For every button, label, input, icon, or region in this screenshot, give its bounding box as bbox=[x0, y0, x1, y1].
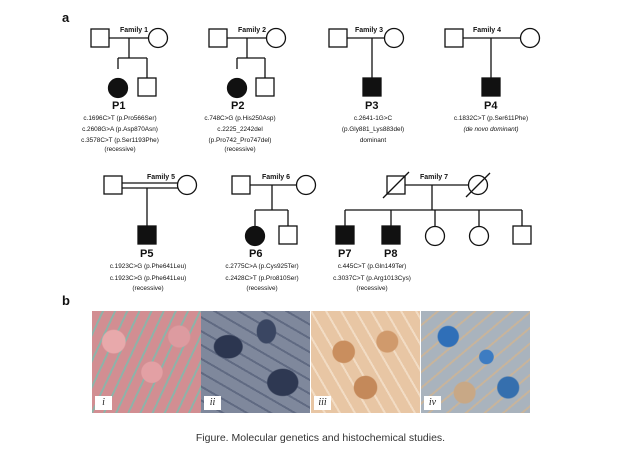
histology-image-ii: ii bbox=[201, 311, 310, 413]
inheritance-note: (recessive) bbox=[132, 285, 164, 292]
family-7-sibling-3 bbox=[512, 225, 532, 245]
variant-line: c.2225_2242del bbox=[217, 126, 263, 133]
patient-p7: P7 bbox=[338, 248, 352, 260]
family-7-sibling-1 bbox=[424, 225, 446, 247]
family-1-label: Family 1 bbox=[120, 27, 149, 34]
family-3-mother bbox=[383, 27, 405, 49]
family-7-proband-p7 bbox=[335, 225, 355, 245]
variant-line: c.2641-1G>C bbox=[353, 115, 393, 122]
family-2-father bbox=[208, 28, 228, 48]
family-5-pedigree bbox=[103, 174, 198, 245]
family-7-pedigree bbox=[335, 171, 532, 247]
inheritance-note: (recessive) bbox=[246, 285, 278, 292]
variant-line: c.2775C>A (p.Cys925Ter) bbox=[225, 263, 299, 270]
family-7-sibling-2 bbox=[468, 225, 490, 247]
histology-label-iii: iii bbox=[314, 396, 331, 410]
family-5-father bbox=[103, 175, 123, 195]
patient-p3: P3 bbox=[365, 100, 379, 112]
family-1-father bbox=[90, 28, 110, 48]
histology-label-iv: iv bbox=[424, 396, 441, 410]
inheritance-note: (recessive) bbox=[104, 146, 136, 153]
family-6-label: Family 6 bbox=[262, 174, 291, 181]
patient-p6: P6 bbox=[249, 248, 263, 260]
family-7-label: Family 7 bbox=[420, 174, 449, 181]
patient-p5: P5 bbox=[140, 248, 154, 260]
variant-line: c.445C>T (p.Gln149Ter) bbox=[337, 263, 407, 270]
family-4-proband-p4 bbox=[481, 77, 501, 97]
family-1-sibling bbox=[137, 77, 157, 97]
panel-a-label: a bbox=[62, 10, 70, 25]
histology-image-iii: iii bbox=[311, 311, 420, 413]
family-3-label: Family 3 bbox=[355, 27, 384, 34]
patient-p2: P2 bbox=[231, 100, 245, 112]
variant-line: c.1832C>T (p.Ser611Phe) bbox=[453, 115, 529, 122]
family-6-father bbox=[231, 175, 251, 195]
family-2-mother bbox=[265, 27, 287, 49]
family-5-proband-p5 bbox=[137, 225, 157, 245]
family-4-father bbox=[444, 28, 464, 48]
family-5-mother bbox=[176, 174, 198, 196]
variant-line: c.3037C>T (p.Arg1013Cys) bbox=[333, 275, 411, 282]
figure-caption: Figure. Molecular genetics and histochem… bbox=[195, 432, 446, 444]
variant-line: c.1923C>G (p.Phe641Leu) bbox=[109, 263, 187, 270]
variant-line: c.3578C>T (p.Ser1193Phe) bbox=[81, 137, 159, 144]
family-6-pedigree bbox=[231, 174, 317, 247]
family-3-proband-p3 bbox=[362, 77, 382, 97]
family-2-proband-p2 bbox=[226, 77, 248, 99]
family-6-proband-p6 bbox=[244, 225, 266, 247]
histology-image-i: i bbox=[92, 311, 201, 413]
histology-label-i: i bbox=[95, 396, 112, 410]
family-1-mother bbox=[147, 27, 169, 49]
variant-line: c.748C>G (p.His250Asp) bbox=[204, 115, 276, 122]
variant-line: (p.Pro742_Pro747del) bbox=[208, 137, 272, 144]
variant-line: (p.Gly881_Lys883del) bbox=[341, 126, 405, 133]
histology-image-iv: iv bbox=[421, 311, 530, 413]
family-4-mother bbox=[519, 27, 541, 49]
patient-p1: P1 bbox=[112, 100, 126, 112]
family-6-mother bbox=[295, 174, 317, 196]
inheritance-note: (de novo dominant) bbox=[463, 126, 519, 133]
panel-b-label: b bbox=[62, 293, 70, 308]
family-1-pedigree bbox=[90, 27, 169, 99]
family-4-label: Family 4 bbox=[473, 27, 502, 34]
inheritance-note: (recessive) bbox=[224, 146, 256, 153]
inheritance-note: (recessive) bbox=[356, 285, 388, 292]
variant-line: c.2608G>A (p.Asp870Asn) bbox=[82, 126, 158, 133]
family-3-pedigree bbox=[328, 27, 405, 97]
histology-label-ii: ii bbox=[204, 396, 221, 410]
family-2-sibling bbox=[255, 77, 275, 97]
family-5-label: Family 5 bbox=[147, 174, 176, 181]
inheritance-note: dominant bbox=[359, 137, 387, 144]
variant-line: c.1696C>T (p.Pro566Ser) bbox=[83, 115, 157, 122]
family-4-pedigree bbox=[444, 27, 541, 97]
family-1-proband-p1 bbox=[107, 77, 129, 99]
family-3-father bbox=[328, 28, 348, 48]
family-2-pedigree bbox=[208, 27, 287, 99]
variant-line: c.2428C>T (p.Pro810Ser) bbox=[225, 275, 299, 282]
patient-p4: P4 bbox=[484, 100, 498, 112]
family-7-proband-p8 bbox=[381, 225, 401, 245]
family-6-sibling bbox=[278, 225, 298, 245]
patient-p8: P8 bbox=[384, 248, 398, 260]
variant-line: c.1923C>G (p.Phe641Leu) bbox=[109, 275, 187, 282]
family-2-label: Family 2 bbox=[238, 27, 267, 34]
